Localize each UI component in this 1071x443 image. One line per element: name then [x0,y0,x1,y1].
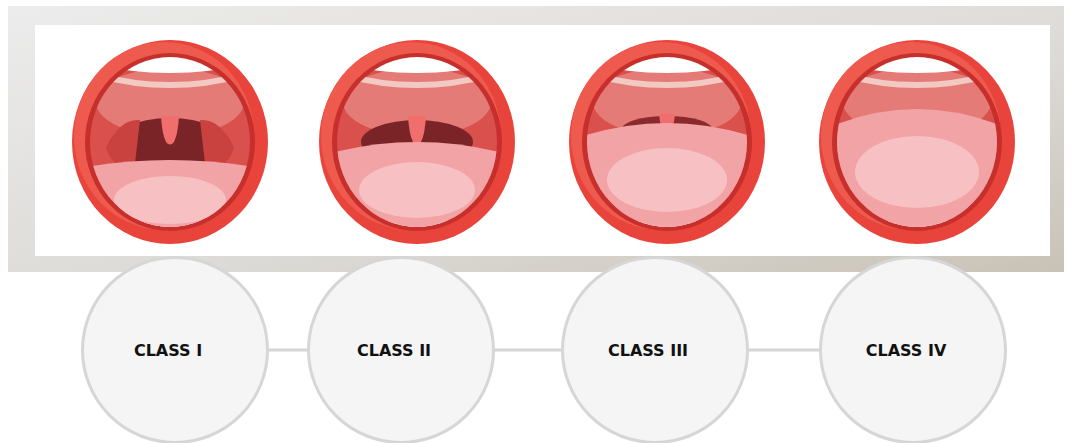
circle-shape [821,258,1006,443]
class-circle: CLASS III [561,256,749,443]
circle-shape [83,258,268,443]
text-holder: CLASS IV [819,256,1007,443]
circle-shape [563,258,748,443]
text-holder: CLASS II [307,256,495,443]
text-holder: CLASS I [81,256,269,443]
class-circle: CLASS II [307,256,495,443]
class-label: CLASS III [608,341,688,360]
class-label: CLASS IV [866,341,947,360]
connector-line [495,349,561,352]
class-label: CLASS I [134,341,202,360]
class-circle: CLASS IV [819,256,1007,443]
class-label: CLASS II [357,341,431,360]
connector-line [269,349,307,352]
class-circle: CLASS I [81,256,269,443]
circle-shape [309,258,494,443]
text-holder: CLASS III [561,256,749,443]
connector-line [749,349,819,352]
